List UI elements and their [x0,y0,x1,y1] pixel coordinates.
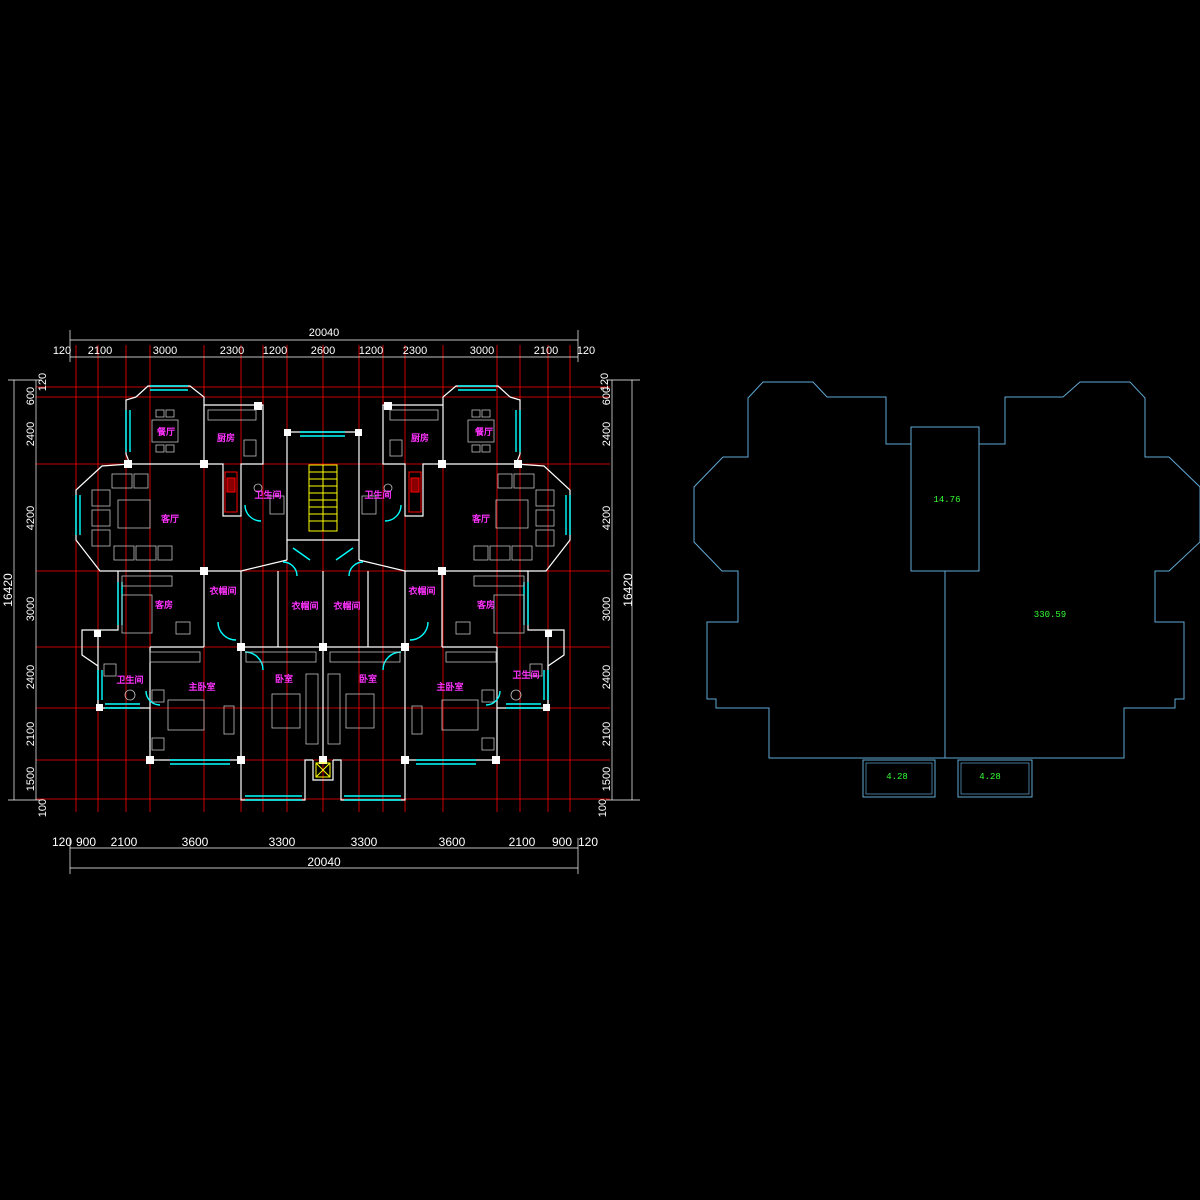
room-label-closet-center-left: 衣帽间 [291,600,318,612]
dim-top-5: 2600 [311,345,335,357]
dim-right-0: 120 [599,373,611,391]
dim-bottom-3: 3600 [182,835,209,849]
dim-bottom-4: 3300 [269,835,296,849]
dim-top-8: 3000 [470,345,494,357]
room-label-master-left: 主卧室 [188,681,215,693]
area-outline-diagram: 14.76 330.59 4.28 4.28 [693,381,1200,798]
dim-top-overall: 20040 [309,327,340,339]
dim-top-1: 2100 [88,345,112,357]
room-label-bath-left: 卫生间 [116,674,143,686]
dimension-lines [8,330,640,874]
room-labels: 餐厅 厨房 客厅 卫生间 卫生间 厨房 餐厅 客厅 客房 衣帽间 衣帽间 衣帽间… [116,426,539,693]
dim-right-3: 4200 [601,506,613,530]
dim-left-4: 3000 [25,597,37,621]
dim-bottom-9: 120 [578,835,598,849]
room-label-bath-right: 卫生间 [512,669,539,681]
room-label-bath-top-right: 卫生间 [364,489,391,501]
room-label-master-right: 主卧室 [436,681,463,693]
room-label-living-left: 客厅 [160,513,179,525]
dim-right-overall: 16420 [621,573,635,607]
dim-bottom-5: 3300 [351,835,378,849]
room-label-guest-left: 客房 [154,599,173,611]
room-label-dining-left: 餐厅 [156,426,175,438]
room-label-living-right: 客厅 [471,513,490,525]
balcony-left-inner [865,762,933,795]
dim-right-2: 2400 [601,422,613,446]
room-label-dining-right: 餐厅 [474,426,493,438]
dim-top-9: 2100 [534,345,558,357]
dim-right-8: 100 [597,799,609,817]
walls [75,385,571,801]
fixtures [224,471,422,513]
dim-left-5: 2400 [25,665,37,689]
dim-left-1: 600 [25,387,37,405]
building-outline [693,381,1200,759]
area-label-balcony-left: 4.28 [886,772,908,782]
windows [75,385,571,801]
balcony-left-outline [862,759,936,798]
dim-right-5: 2400 [601,665,613,689]
room-label-kitchen-left: 厨房 [217,432,235,444]
dim-bottom-7: 2100 [509,835,536,849]
furniture [91,409,555,751]
room-label-closet-center-right: 衣帽间 [333,600,360,612]
dim-left-0: 120 [37,373,49,391]
dim-right-1: 600 [601,387,613,405]
dim-bottom-1: 900 [76,835,96,849]
dim-left-overall: 16420 [1,573,15,607]
dim-left-6: 2100 [25,722,37,746]
dim-bottom-6: 3600 [439,835,466,849]
room-label-guest-right: 客房 [476,599,495,611]
dim-top-0: 120 [53,345,71,357]
staircase [308,464,338,778]
dim-bottom-8: 900 [552,835,572,849]
dim-right-7: 1500 [601,767,613,791]
dim-top-10: 120 [577,345,595,357]
dim-top-2: 3000 [153,345,177,357]
room-label-bedroom-center-left: 卧室 [275,673,293,685]
area-label-balcony-right: 4.28 [979,772,1001,782]
balcony-right-inner [960,762,1030,795]
dim-bottom-2: 2100 [111,835,138,849]
dim-bottom-0: 120 [52,835,72,849]
dim-left-3: 4200 [25,506,37,530]
room-label-kitchen-right: 厨房 [411,432,429,444]
dimension-text: 20040 120 2100 3000 2300 1200 2600 1200 … [1,327,635,869]
balcony-right-outline [957,759,1033,798]
dim-right-6: 2100 [601,722,613,746]
floor-plan: 20040 120 2100 3000 2300 1200 2600 1200 … [1,327,640,874]
dim-top-3: 2300 [220,345,244,357]
area-label-stair: 14.76 [933,495,960,505]
dim-left-8: 100 [37,799,49,817]
dim-top-4: 1200 [263,345,287,357]
dim-top-7: 2300 [403,345,427,357]
room-label-bath-top-left: 卫生间 [254,489,281,501]
room-label-bedroom-center-right: 卧室 [359,673,377,685]
dim-right-4: 3000 [601,597,613,621]
room-label-closet-left: 衣帽间 [209,585,236,597]
columns [94,402,552,764]
area-label-main: 330.59 [1034,610,1066,620]
room-label-closet-right: 衣帽间 [408,585,435,597]
dim-top-6: 1200 [359,345,383,357]
dim-left-2: 2400 [25,422,37,446]
dim-bottom-overall: 20040 [307,855,341,869]
dim-left-7: 1500 [25,767,37,791]
